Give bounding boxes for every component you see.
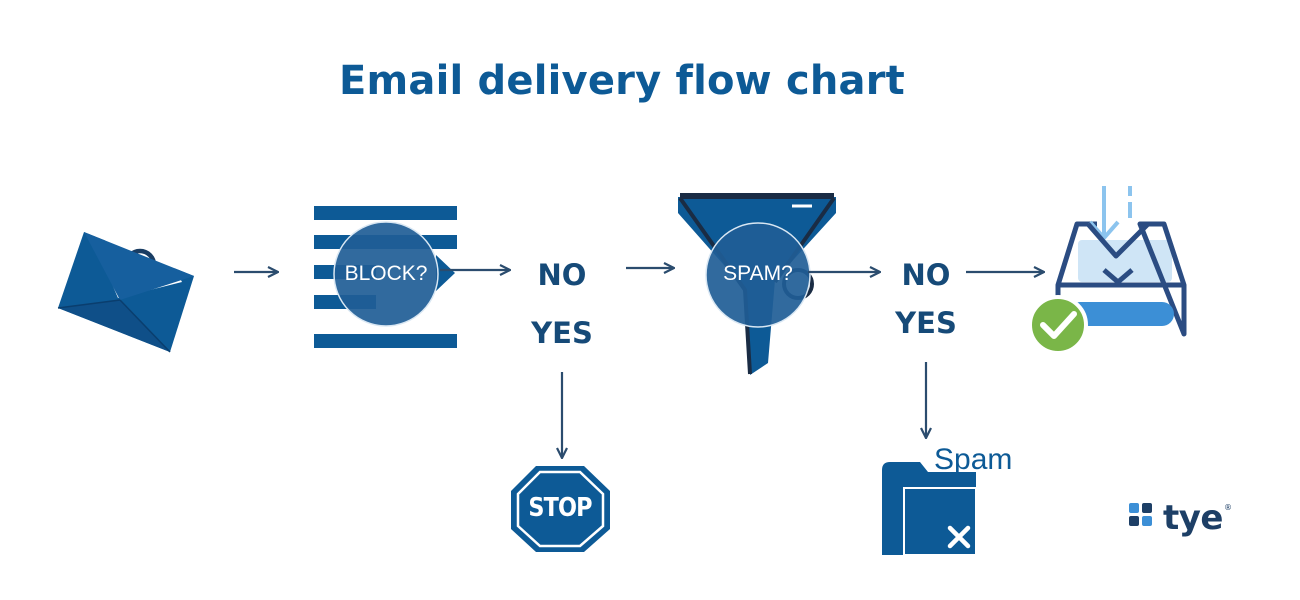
spam-folder-label: Spam xyxy=(934,443,1013,476)
email-envelope-icon xyxy=(57,226,194,353)
blocklist-icon xyxy=(314,206,457,348)
logo-registered-mark: ® xyxy=(1224,503,1232,512)
funnel-icon xyxy=(678,193,836,375)
stop-sign-icon xyxy=(511,466,610,552)
stop-label: STOP xyxy=(528,493,592,523)
tye-logo-icon xyxy=(1129,503,1152,526)
block-no-label: NO xyxy=(537,258,587,292)
spam-no-label: NO xyxy=(901,258,951,292)
logo-text: tye xyxy=(1163,498,1223,538)
block-check-label: BLOCK? xyxy=(344,262,428,285)
block-yes-label: YES xyxy=(531,316,593,350)
spam-check-label: SPAM? xyxy=(723,262,793,285)
spam-folder-icon xyxy=(882,462,977,556)
spam-yes-label: YES xyxy=(895,306,957,340)
inbox-tray-icon xyxy=(1055,186,1187,337)
page-title: Email delivery flow chart xyxy=(339,58,905,104)
flow-arrows xyxy=(234,268,1044,458)
checkmark-icon xyxy=(1028,295,1088,355)
